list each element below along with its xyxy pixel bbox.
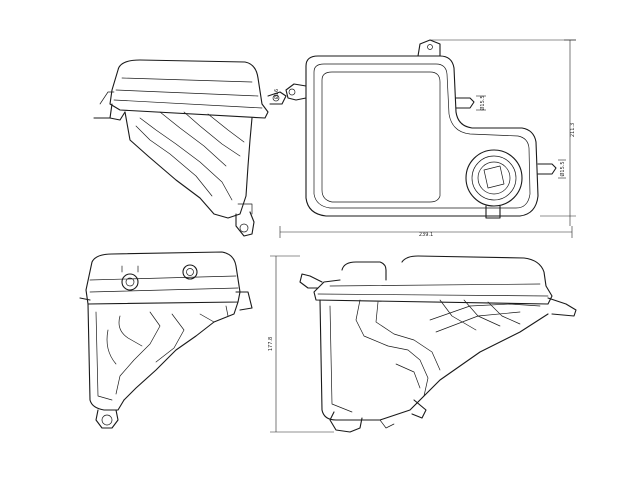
- view-top: 239.1 211.3 Ø16 Ø15.5 Ø15.5: [273, 39, 576, 238]
- right-lower-port-dimension: Ø15.5: [559, 161, 566, 176]
- view-lower-left-front: [79, 251, 253, 429]
- top-view-width-dimension: 239.1: [419, 232, 433, 238]
- view-upper-left-perspective: [93, 59, 287, 237]
- right-upper-port-dimension: Ø15.5: [479, 95, 486, 110]
- view-lower-right-side: 177.8: [268, 255, 577, 433]
- top-view-height-dimension: 211.3: [570, 123, 576, 137]
- left-port-dimension: Ø16: [273, 89, 280, 99]
- side-view-height-dimension: 177.8: [268, 337, 274, 351]
